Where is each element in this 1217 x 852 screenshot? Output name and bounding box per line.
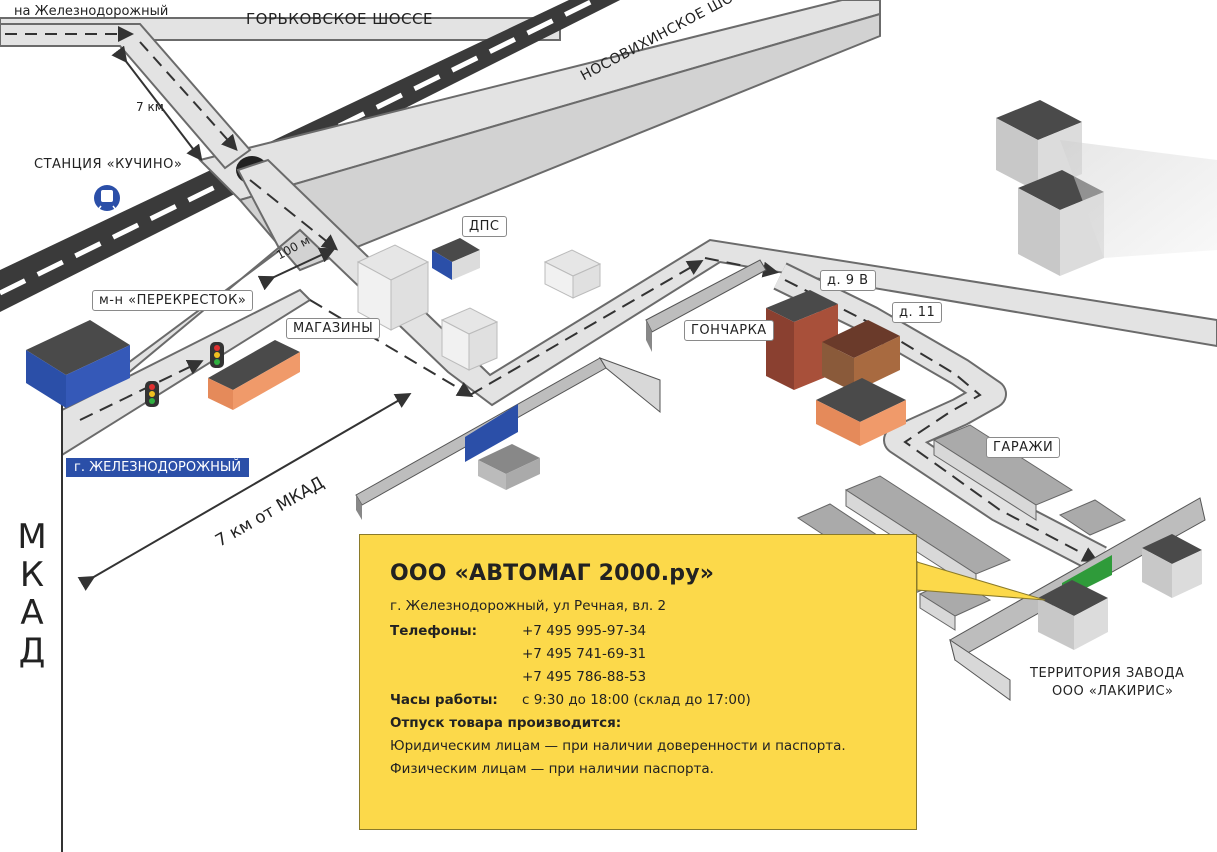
company-address: г. Железнодорожный, ул Речная, вл. 2 [390, 598, 667, 614]
label-perekrestok: м-н «ПЕРЕКРЕСТОК» [92, 290, 254, 311]
label-d9v: д. 9 В [820, 270, 876, 291]
label-to-zheleznodorozhny: на Железнодорожный [14, 4, 169, 19]
label-gorkovskoe: ГОРЬКОВСКОЕ ШОССЕ [246, 10, 433, 28]
building-orange-small [816, 378, 906, 446]
release-legal: Юридическим лицам — при наличии доверенн… [390, 738, 846, 754]
label-7km: 7 км [136, 100, 164, 114]
phone-number[interactable]: +7 495 786-88-53 [522, 669, 647, 685]
buildings-grey-ghost [356, 244, 602, 371]
label-d11: д. 11 [892, 302, 943, 323]
label-garazhi: ГАРАЖИ [986, 437, 1061, 458]
label-station: СТАНЦИЯ «КУЧИНО» [34, 157, 183, 172]
callout-pointer [916, 561, 1046, 601]
label-mkad: М К А Д [14, 518, 50, 670]
label-zavod-line2: ООО «ЛАКИРИС» [1052, 684, 1174, 699]
mkad-letter: А [20, 593, 44, 633]
building-d11 [822, 320, 900, 392]
nosovikhinskoe-highway [198, 0, 881, 272]
building-dps [432, 238, 480, 280]
phones-label: Телефоны: [390, 623, 478, 639]
label-zheleznodorozhny: г. ЖЕЛЕЗНОДОРОЖНЫЙ [66, 458, 250, 477]
label-goncharka: ГОНЧАРКА [684, 320, 774, 341]
phone-number[interactable]: +7 495 995-97-34 [522, 623, 647, 639]
road-to-zheleznodorozhny [0, 23, 252, 170]
info-box: ООО «АВТОМАГ 2000.ру» г. Железнодорожный… [359, 534, 917, 830]
traffic-light-icon [145, 342, 224, 407]
company-name: ООО «АВТОМАГ 2000.ру» [390, 561, 715, 586]
hours-value: с 9:30 до 18:00 (склад до 17:00) [522, 692, 751, 708]
label-dps: ДПС [462, 216, 507, 237]
buildings-grey-top-right [996, 100, 1217, 276]
building-grey-right [1142, 534, 1202, 598]
release-individual: Физическим лицам — при наличии паспорта. [390, 761, 714, 777]
building-perekrestok [26, 320, 130, 408]
train-icon [94, 185, 120, 211]
phone-number[interactable]: +7 495 741-69-31 [522, 646, 647, 662]
mkad-letter: К [19, 555, 45, 595]
building-magaziny [208, 340, 300, 410]
label-magaziny: МАГАЗИНЫ [286, 318, 381, 339]
building-grey-hangar [478, 444, 540, 490]
release-label: Отпуск товара производится: [390, 715, 622, 731]
building-avtomag [1038, 580, 1108, 650]
mkad-letter: М [17, 517, 47, 557]
mkad-letter: Д [18, 631, 46, 671]
distance-arrows [77, 45, 412, 591]
hours-label: Часы работы: [390, 692, 498, 708]
label-zavod-line1: ТЕРРИТОРИЯ ЗАВОДА [1030, 666, 1185, 681]
fences [355, 259, 1206, 701]
